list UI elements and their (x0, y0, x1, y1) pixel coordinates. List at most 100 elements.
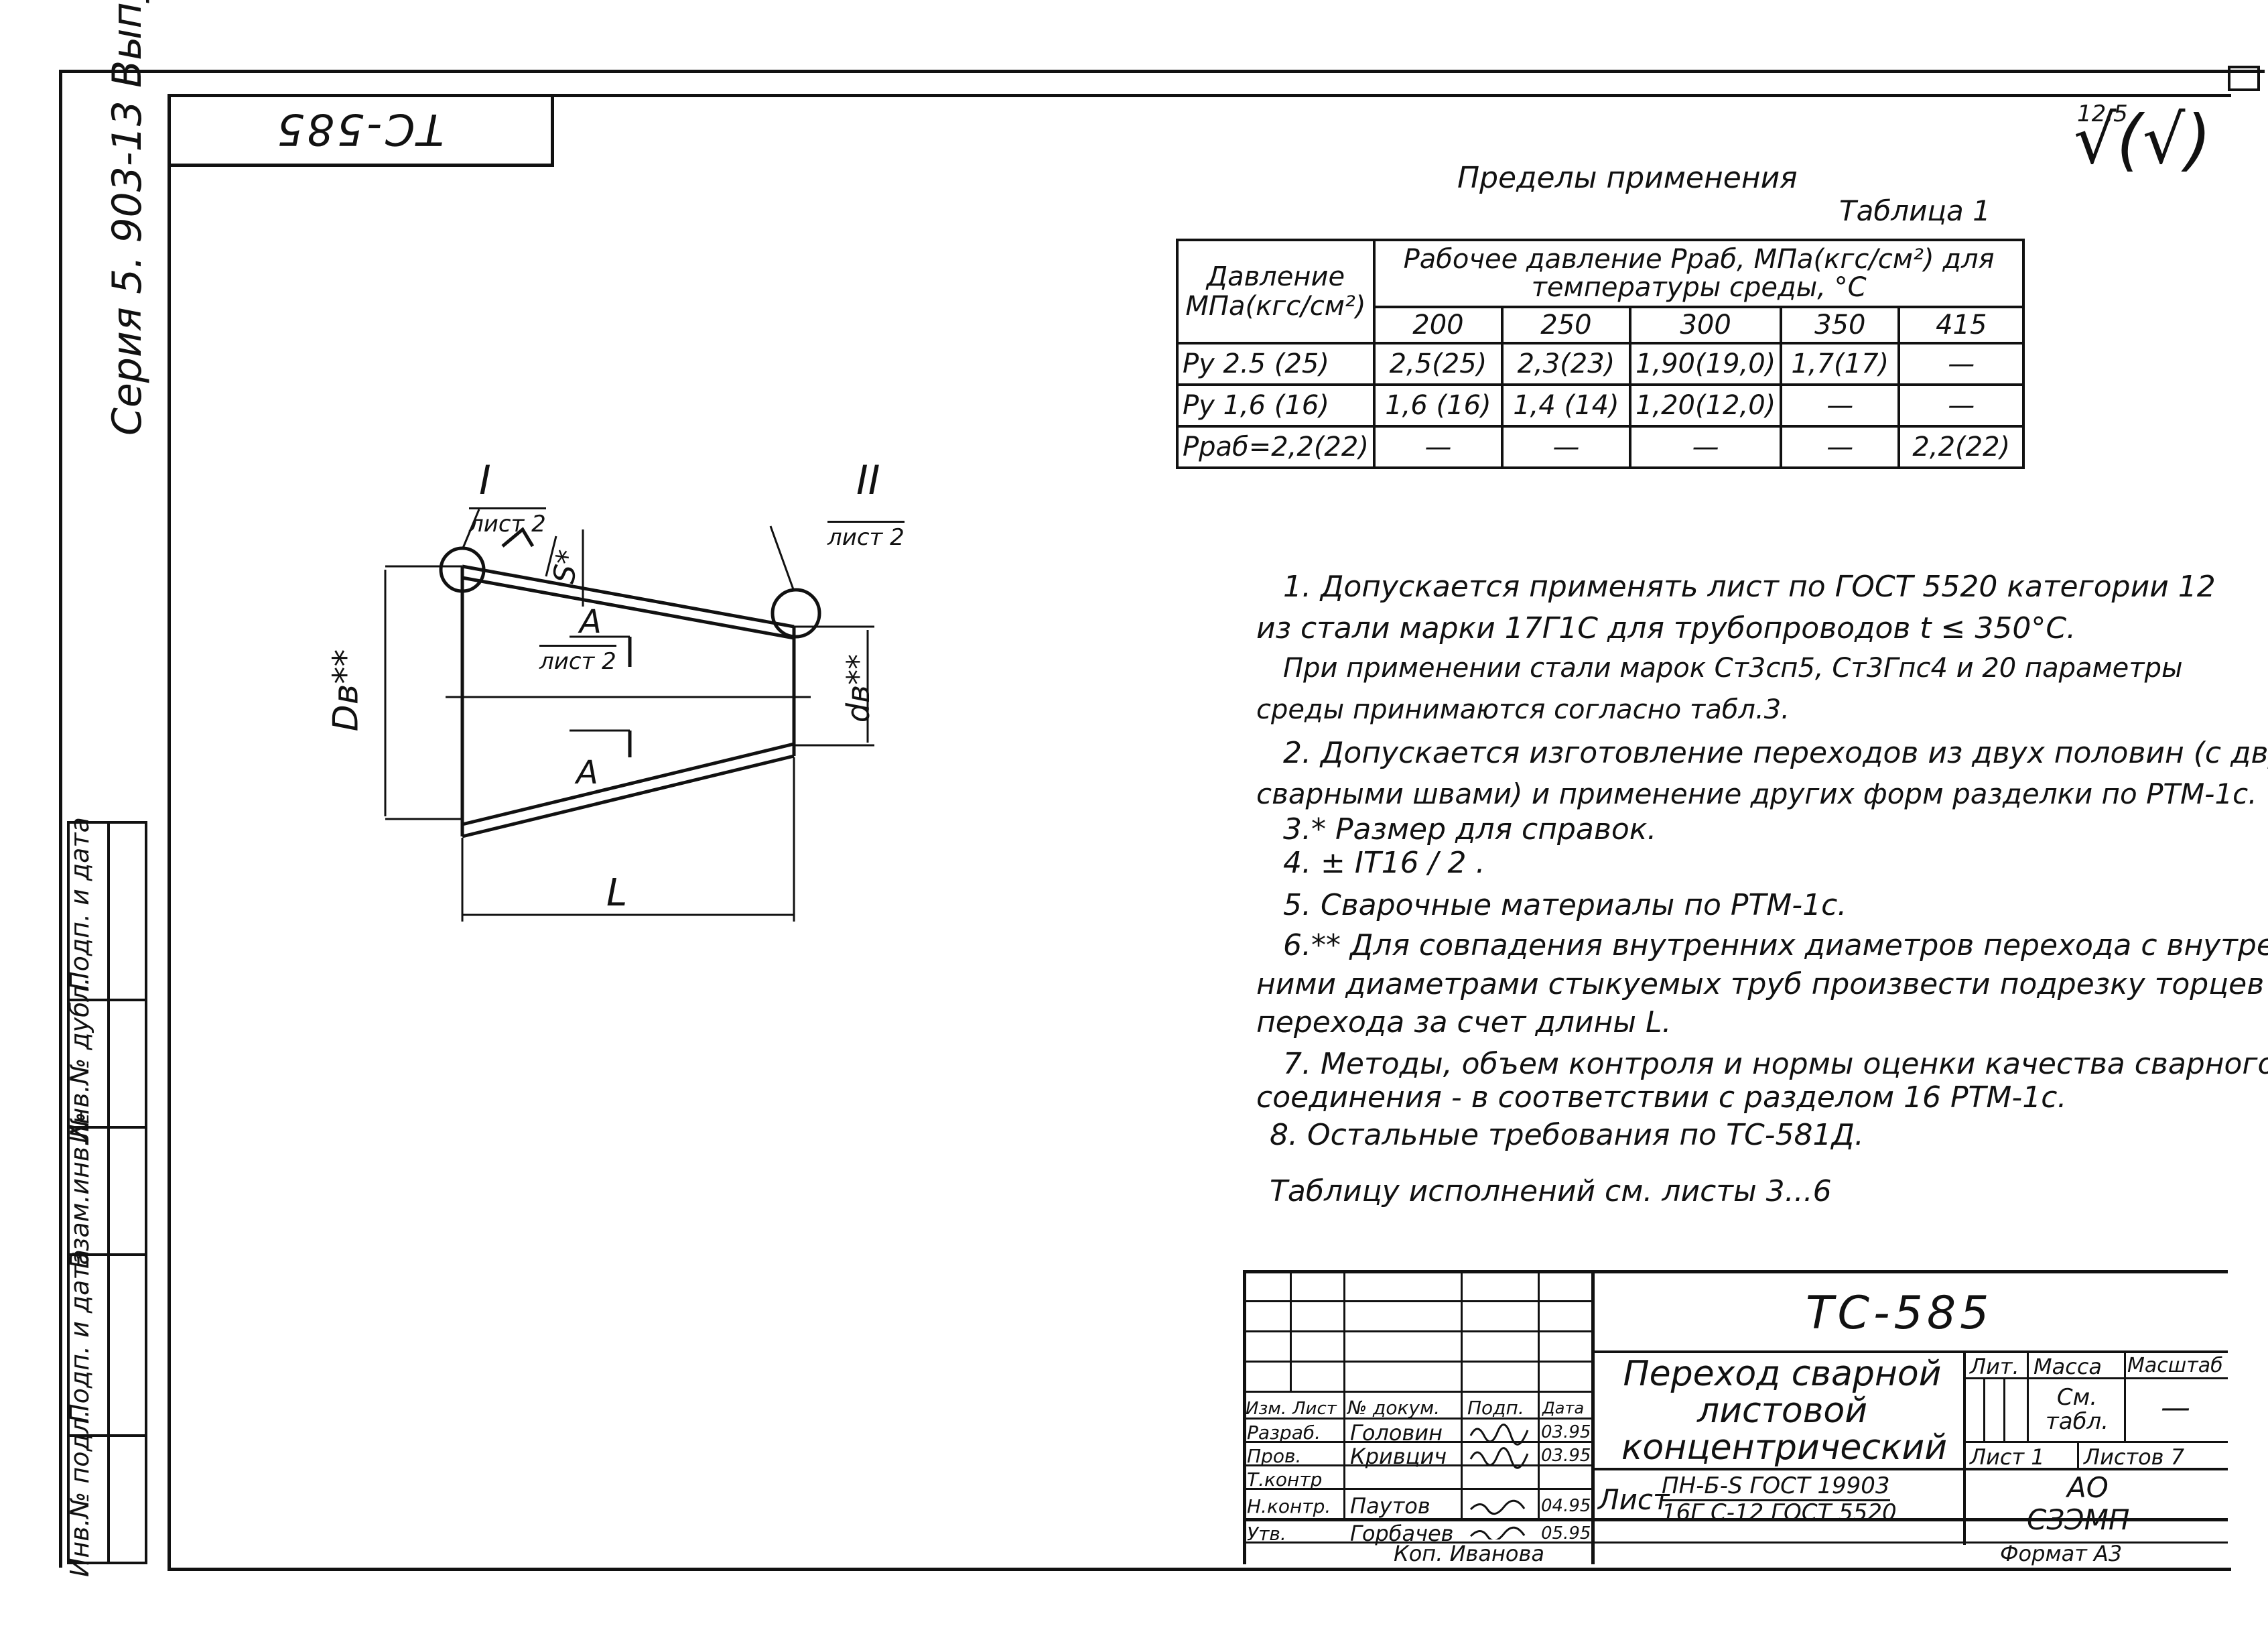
temp-header: 250 (1500, 306, 1631, 344)
signatures (1469, 1424, 1529, 1539)
note-line: 6.** Для совпадения внутренних диаметров… (1283, 928, 2268, 962)
cell: — (1628, 425, 1783, 469)
tb-name-line1: Переход сварной (1623, 1354, 1942, 1394)
limits-title: Пределы применения (1457, 161, 1798, 195)
series-label: Серия 5. 903-13 Выпуск 1-95 (104, 0, 151, 436)
temp-header: 350 (1780, 306, 1901, 344)
tb-date-prov: 03.95 (1541, 1446, 1591, 1466)
tb-role-prov: Пров. (1247, 1445, 1302, 1467)
row-label: Ру 1,6 (16) (1176, 383, 1376, 428)
bottom-wall-inner (462, 754, 795, 838)
main-frame (168, 94, 2231, 1571)
tb-role-utv: Утв. (1247, 1523, 1286, 1545)
table-number: Таблица 1 (1839, 194, 1991, 227)
top-stamp-code: ТС-585 (274, 104, 444, 153)
tb-sheet: Лист 1 (1970, 1444, 2045, 1470)
tb-head-izm: Изм. (1246, 1399, 1287, 1419)
cell: 2,5(25) (1372, 342, 1504, 386)
top-wall-inner (462, 576, 795, 640)
cell: 1,20(12,0) (1628, 383, 1783, 428)
note-line: 8. Остальные требования по ТС-581Д. (1270, 1118, 1864, 1152)
cell: 1,90(19,0) (1628, 342, 1783, 386)
tb-head-sign: Подп. (1467, 1397, 1524, 1419)
note-line: 5. Сварочные материалы по РТМ-1с. (1283, 888, 1847, 922)
note-line: из стали марки 17Г1С для трубопроводов t… (1256, 611, 2076, 645)
table-row: Ру 1,6 (16) 1,6 (16) 1,4 (14) 1,20(12,0)… (1176, 383, 2025, 428)
dv-label: Dв** (326, 649, 366, 732)
note-line: 4. ± IT16 / 2 . (1283, 846, 1485, 880)
cell: 2,2(22) (1897, 425, 2025, 469)
tb-name-utv: Горбачев (1350, 1521, 1454, 1546)
roughness-value: 12,5 (2077, 101, 2128, 127)
tb-role-tkontr: Т.контр (1247, 1468, 1323, 1491)
sheet-ref-1: лист 2 (469, 507, 546, 538)
tb-name-prov: Кривцич (1350, 1444, 1447, 1469)
temp-header: 415 (1897, 306, 2025, 344)
note-line: перехода за счет длины L. (1256, 1005, 1672, 1040)
tb-org2: СЗЭМП (2027, 1503, 2130, 1536)
bottom-wall-outer (462, 742, 795, 826)
top-stamp: ТС-585 (168, 94, 554, 167)
table-row: Рраб=2,2(22) — — — — 2,2(22) (1176, 425, 2025, 469)
tb-material-bottom: 16Г С-12 ГОСТ 5520 (1662, 1499, 1897, 1526)
temp-header: 200 (1372, 306, 1504, 344)
cell: 1,7(17) (1780, 342, 1901, 386)
note-line: среды принимаются согласно табл.3. (1256, 694, 1790, 725)
cell: 1,6 (16) (1372, 383, 1504, 428)
s-label: S* (547, 548, 586, 586)
left-strip-label-4: Подп. и дата (65, 1249, 94, 1423)
corner-box (2228, 66, 2260, 91)
row-label: Рраб=2,2(22) (1176, 425, 1376, 469)
tb-head-doc: № докум. (1347, 1397, 1441, 1419)
tb-head-date: Дата (1542, 1399, 1585, 1418)
tb-scale: Масштаб (2127, 1354, 2223, 1377)
limits-table: Давление МПа(кгс/см²) Рабочее давление Р… (1176, 239, 2025, 469)
note-line: 2. Допускается изготовление переходов из… (1283, 736, 2268, 770)
cell: 1,4 (14) (1500, 383, 1631, 428)
tb-name-razrab: Головин (1350, 1420, 1443, 1446)
top-wall-outer (462, 564, 795, 629)
title-block: Изм. Лист № докум. Подп. Дата Разраб. Пр… (1243, 1270, 2228, 1566)
col-work-header: Рабочее давление Рраб, МПа(кгс/см²) для … (1372, 239, 2025, 308)
col-pressure-header: Давление МПа(кгс/см²) (1176, 239, 1376, 344)
tb-role-nkontr: Н.контр. (1247, 1495, 1331, 1517)
left-strip-label-3: Взам.инв.№ (65, 1112, 94, 1269)
cell: 2,3(23) (1500, 342, 1631, 386)
section-a-top: A (580, 603, 602, 641)
outer-frame (59, 70, 2265, 1568)
tb-scale-value: — (2161, 1391, 2190, 1425)
note-line: ними диаметрами стыкуемых труб произвест… (1256, 967, 2265, 1001)
note-line: соединения - в соответствии с разделом 1… (1256, 1080, 2067, 1115)
note-line: 7. Методы, объем контроля и нормы оценки… (1283, 1047, 2268, 1081)
tb-name-nkontr: Паутов (1350, 1493, 1430, 1519)
roughness-symbol: √(√) (2074, 101, 2212, 179)
cell: — (1500, 425, 1631, 469)
label-detail-II: II (856, 457, 880, 504)
tb-mass: Масса (2033, 1354, 2103, 1379)
dv-small-label: dв** (840, 653, 877, 723)
tb-name-line3: концентрический (1621, 1428, 1948, 1468)
tb-role-razrab: Разраб. (1247, 1422, 1321, 1444)
sheet-ref-3: лист 2 (539, 645, 616, 675)
tb-mass-value: См. табл. (2045, 1384, 2109, 1435)
tb-date-utv: 05.95 (1541, 1523, 1591, 1544)
tb-sheets: Листов 7 (2084, 1444, 2185, 1470)
cell: — (1897, 383, 2025, 428)
tb-name-line2: листовой (1697, 1391, 1867, 1431)
note-line: 1. Допускается применять лист по ГОСТ 55… (1283, 570, 2216, 604)
tb-format: Формат А3 (2000, 1541, 2123, 1566)
tb-material-top: ПН-Б-S ГОСТ 19903 (1662, 1472, 1890, 1501)
tb-lit: Лит. (1970, 1354, 2019, 1379)
sheet-ref-2: лист 2 (827, 521, 905, 551)
cell: — (1780, 383, 1901, 428)
note-line: Таблицу исполнений см. листы 3...6 (1270, 1174, 1832, 1208)
cell: — (1372, 425, 1504, 469)
reducer-drawing (384, 509, 874, 922)
left-strip-label-1: Подп. и дата (65, 817, 94, 991)
tb-head-list: Лист (1292, 1399, 1337, 1419)
cell: — (1780, 425, 1901, 469)
label-detail-I: I (479, 457, 491, 504)
note-line: 3.* Размер для справок. (1283, 812, 1657, 846)
cell: — (1897, 342, 2025, 386)
temp-header: 300 (1628, 306, 1783, 344)
